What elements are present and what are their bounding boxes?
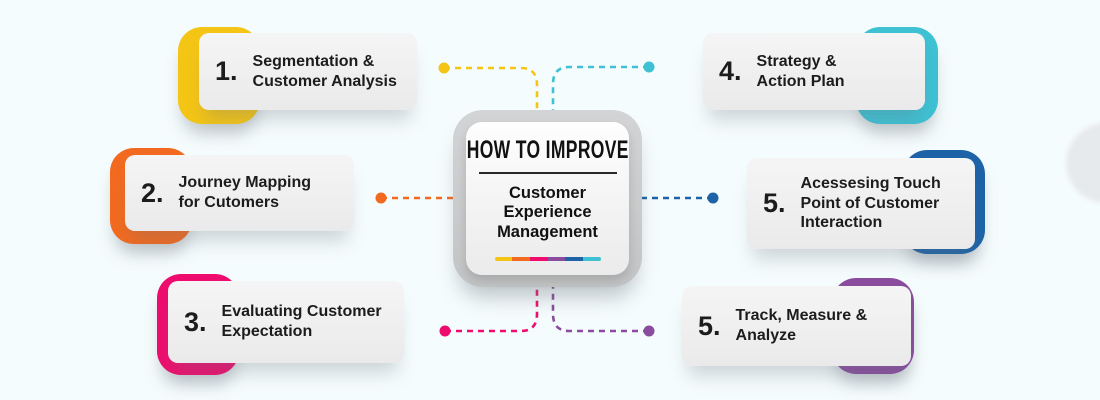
- step-3-number: 3.: [184, 306, 207, 337]
- center-heading: HOW TO IMPROVE: [466, 135, 629, 164]
- center-card-frame: HOW TO IMPROVE Customer Experience Manag…: [453, 110, 642, 287]
- step-3-card: 3. Evaluating Customer Expectation: [168, 281, 404, 363]
- colorbar-segment-2: [512, 257, 530, 262]
- connector-dot-1: [438, 62, 450, 74]
- step-2-label: Journey Mapping for Cutomers: [178, 174, 311, 211]
- step-6-label: Track, Measure & Analyze: [735, 307, 868, 344]
- step-6-number: 5.: [698, 310, 721, 341]
- step-4-number: 4.: [719, 56, 742, 86]
- decorative-blob: [1066, 123, 1100, 203]
- step-5-card: 5. Acessesing Touch Point of Customer In…: [747, 158, 975, 249]
- step-5-number: 5.: [763, 188, 786, 218]
- step-5-label: Acessesing Touch Point of Customer Inter…: [800, 175, 941, 232]
- step-2-number: 2.: [141, 177, 164, 208]
- colorbar-segment-1: [494, 257, 513, 262]
- step-4-card: 4. Strategy & Action Plan: [703, 33, 925, 110]
- step-1-label: Segmentation & Customer Analysis: [252, 52, 397, 90]
- colorbar-segment-3: [529, 257, 548, 262]
- center-subheading: Customer Experience Management: [497, 183, 598, 241]
- step-1-card: 1. Segmentation & Customer Analysis: [199, 33, 417, 110]
- center-colorbar: [494, 257, 601, 262]
- colorbar-segment-6: [582, 257, 601, 262]
- step-6-card: 5. Track, Measure & Analyze: [682, 286, 911, 366]
- connector-dot-5: [707, 192, 719, 204]
- colorbar-segment-4: [547, 257, 566, 262]
- connector-dot-6: [643, 325, 655, 337]
- colorbar-segment-5: [565, 257, 583, 262]
- step-3-label: Evaluating Customer Expectation: [221, 303, 382, 340]
- connector-dot-3: [439, 325, 451, 337]
- center-card: HOW TO IMPROVE Customer Experience Manag…: [466, 122, 629, 275]
- connector-dot-4: [643, 61, 655, 73]
- connector-dot-2: [375, 192, 387, 204]
- step-1-number: 1.: [215, 56, 238, 86]
- step-4-label: Strategy & Action Plan: [756, 52, 845, 90]
- center-divider: [478, 171, 617, 174]
- step-2-card: 2. Journey Mapping for Cutomers: [125, 155, 354, 231]
